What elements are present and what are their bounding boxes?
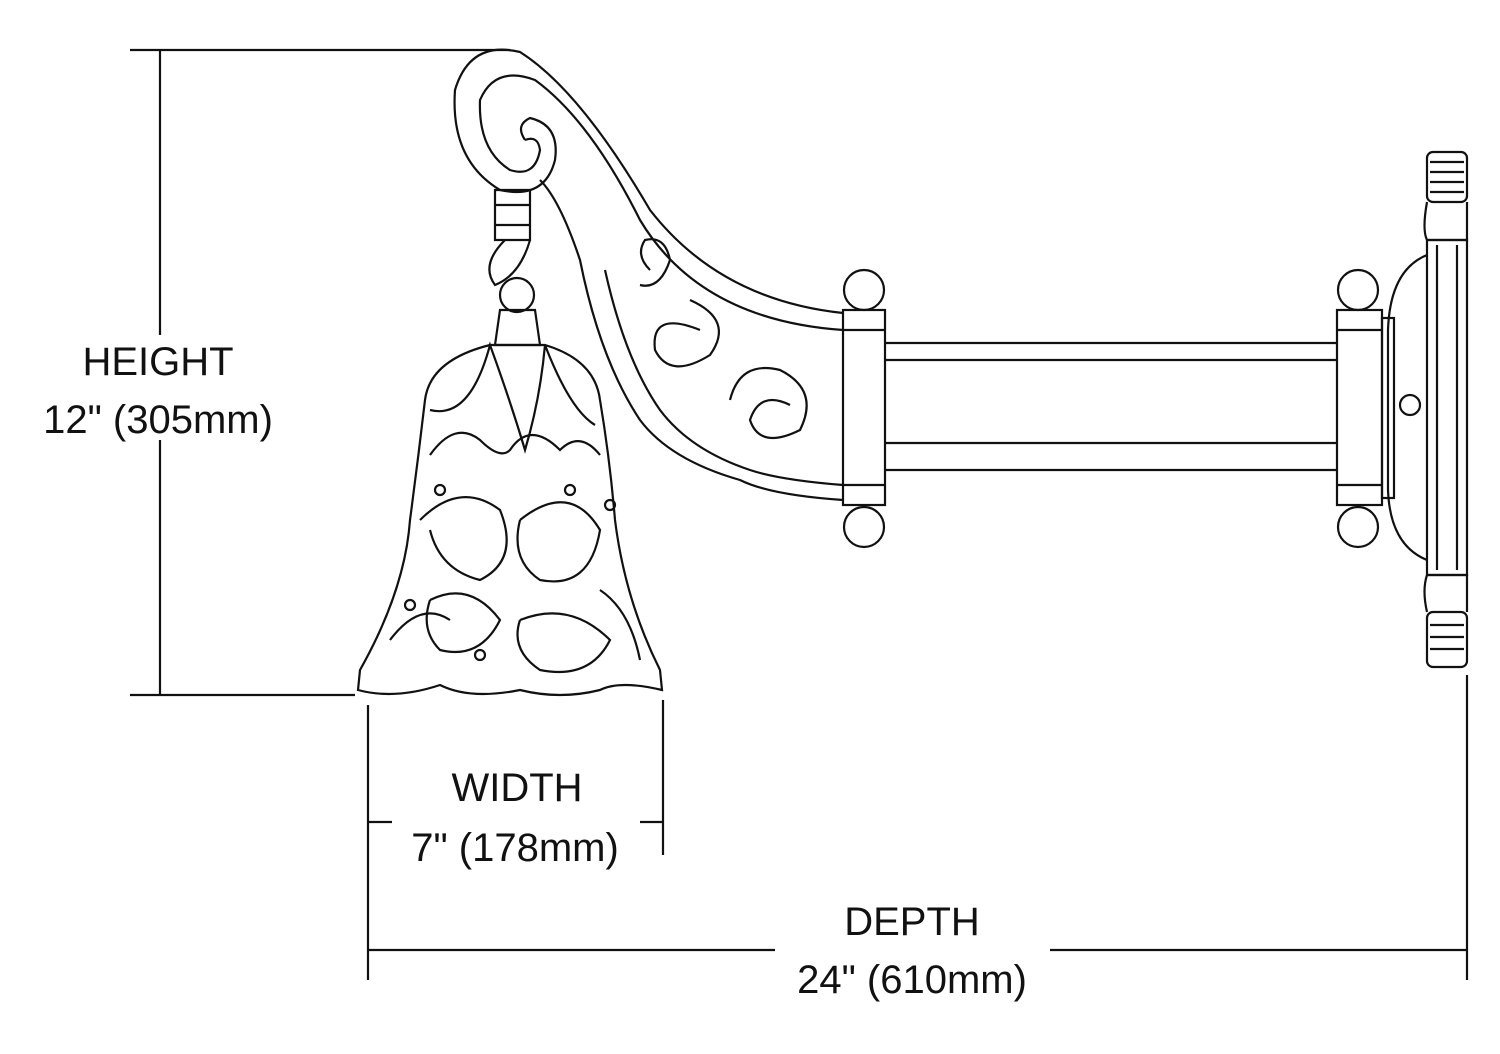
depth-value: 24" (610mm)	[797, 958, 1027, 1002]
height-dimension-lines	[130, 48, 510, 697]
height-label: HEIGHT	[82, 340, 234, 384]
horizontal-arm	[841, 268, 1396, 549]
depth-dimension-lines	[366, 675, 1469, 980]
depth-label: DEPTH	[844, 900, 980, 944]
width-label: WIDTH	[451, 766, 583, 810]
width-dimension-lines	[366, 700, 665, 855]
height-value: 12" (305mm)	[43, 398, 273, 442]
wall-plate	[1386, 150, 1469, 669]
glass-shade	[356, 308, 664, 697]
width-value: 7" (178mm)	[411, 826, 619, 870]
scroll-bracket	[453, 48, 844, 502]
